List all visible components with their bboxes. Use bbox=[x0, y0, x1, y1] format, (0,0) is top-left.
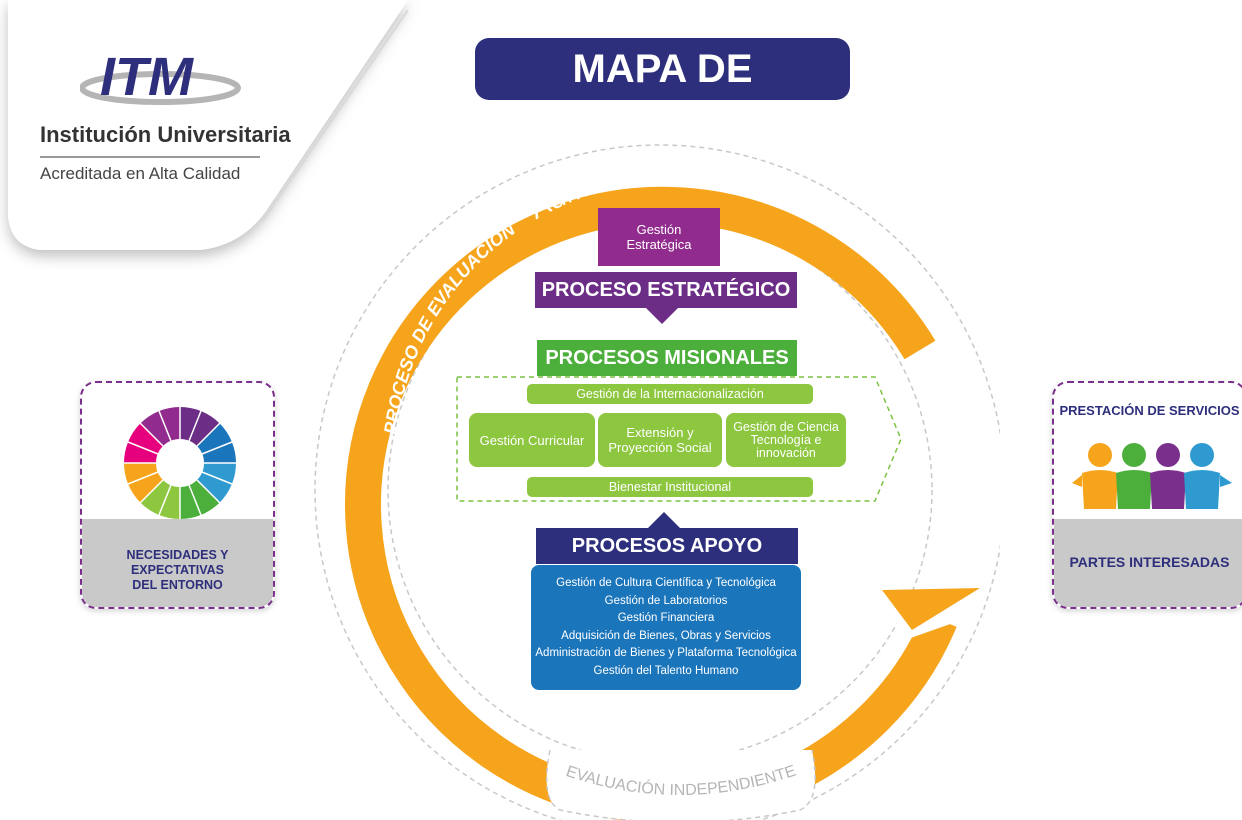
internacionalizacion-bar: Gestión de la Internacionalización bbox=[527, 384, 813, 404]
outer-dashed-circle bbox=[314, 144, 1000, 820]
procesos-apoyo-banner: PROCESOS APOYO bbox=[536, 528, 798, 564]
color-wheel-icon bbox=[124, 407, 236, 519]
necesidades-label: NECESIDADES Y EXPECTATIVAS DEL ENTORNO bbox=[82, 548, 273, 593]
ciencia-line2: Tecnología e bbox=[750, 432, 822, 447]
necesidades-label-line2: DEL ENTORNO bbox=[132, 578, 223, 592]
institution-name: Institución Universitaria bbox=[40, 122, 291, 147]
necesidades-card: NECESIDADES Y EXPECTATIVAS DEL ENTORNO bbox=[80, 381, 275, 609]
partes-interesadas-card: PRESTACIÓN DE SERVICIOS PARTES INTERESAD… bbox=[1052, 381, 1242, 609]
bienestar-bar: Bienestar Institucional bbox=[527, 477, 813, 497]
prestacion-servicios-label: PRESTACIÓN DE SERVICIOS bbox=[1059, 403, 1240, 418]
gestion-estrategica-line1: Gestión bbox=[636, 222, 682, 237]
apoyo-item: Gestión del Talento Humano bbox=[593, 664, 739, 677]
logo-card-background bbox=[0, 0, 409, 250]
necesidades-label-line1: NECESIDADES Y EXPECTATIVAS bbox=[126, 548, 229, 577]
extension-line2: Proyección Social bbox=[608, 440, 712, 455]
gestion-curricular-box: Gestión Curricular bbox=[469, 413, 595, 467]
ciencia-tecnologia-box: Gestión de Ciencia Tecnología e innovaci… bbox=[726, 413, 846, 467]
gestion-estrategica-line2: Estratégica bbox=[626, 237, 692, 252]
ciencia-line3: innovación bbox=[756, 445, 816, 460]
extension-box: Extensión y Proyección Social bbox=[598, 413, 722, 467]
partes-interesadas-card-footer bbox=[1054, 519, 1242, 607]
independent-eval-box bbox=[545, 749, 816, 820]
proceso-estrategico-banner: PROCESO ESTRATÉGICO bbox=[535, 272, 797, 308]
apoyo-item: Administración de Bienes y Plataforma Te… bbox=[535, 647, 797, 659]
people-group-icon bbox=[1072, 443, 1232, 509]
ring-arrow-icon bbox=[882, 588, 980, 630]
partes-interesadas-label: PARTES INTERESADAS bbox=[1069, 554, 1230, 570]
necesidades-card-footer bbox=[82, 519, 273, 607]
logo-card: ITM Institución Universitaria Acreditada… bbox=[0, 0, 430, 270]
apoyo-item: Gestión Financiera bbox=[617, 612, 715, 624]
misionales-dashed-arrow bbox=[456, 376, 902, 502]
itm-logo-icon: ITM bbox=[80, 47, 241, 107]
gestion-estrategica-box: Gestión Estratégica bbox=[598, 208, 720, 266]
apoyo-item: Gestión de Laboratorios bbox=[604, 594, 728, 607]
apoyo-item: Adquisición de Bienes, Obras y Servicios bbox=[561, 629, 771, 642]
logo-mark: ITM bbox=[100, 47, 194, 107]
apoyo-item: Gestión de Cultura Científica y Tecnológ… bbox=[556, 577, 776, 589]
extension-line1: Extensión y bbox=[626, 425, 694, 440]
procesos-misionales-banner: PROCESOS MISIONALES bbox=[537, 340, 797, 376]
ciencia-line1: Gestión de Ciencia bbox=[733, 419, 839, 434]
logo-divider bbox=[40, 156, 260, 158]
page-title: MAPA DE PROCESOS bbox=[475, 38, 850, 153]
apoyo-arrow-icon bbox=[648, 512, 680, 528]
accreditation-text: Acreditada en Alta Calidad bbox=[40, 164, 241, 183]
apoyo-list-box: Gestión de Cultura Científica y Tecnológ… bbox=[531, 565, 801, 690]
strategic-arrow-icon bbox=[646, 308, 678, 324]
